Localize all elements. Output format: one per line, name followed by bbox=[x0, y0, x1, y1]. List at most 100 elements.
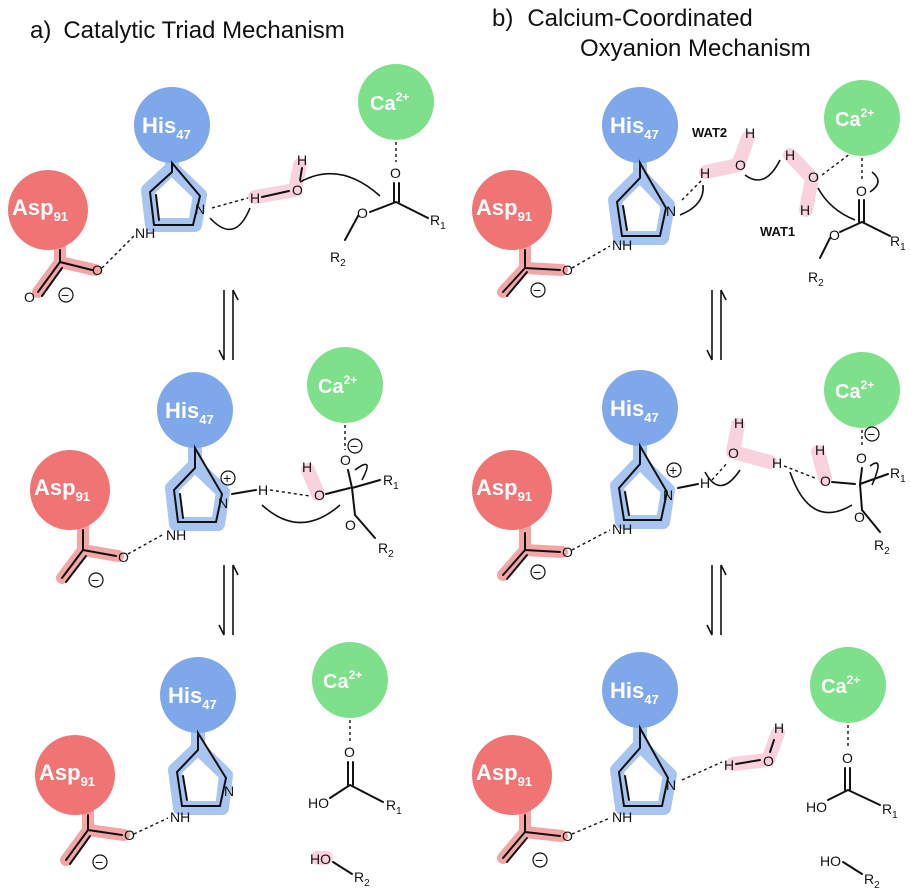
ca-label: Ca2+ bbox=[318, 373, 357, 398]
minus-sign: − bbox=[533, 282, 541, 298]
o-atom: O bbox=[292, 182, 303, 198]
panel-b-row1: His47 Asp91 N NH O − H O H WAT2 H O H WA… bbox=[472, 80, 906, 298]
ca-ball bbox=[307, 347, 383, 423]
his-label: His47 bbox=[610, 678, 659, 707]
r2-label: R2 bbox=[874, 537, 890, 557]
asp-ball bbox=[472, 170, 552, 250]
his-label: His47 bbox=[610, 113, 659, 142]
panel-b-row2: His47 Asp91 N + NH O − H H O H H O Ca2+ … bbox=[472, 352, 906, 581]
plus-charge bbox=[666, 462, 682, 478]
equilibrium-arrow bbox=[706, 289, 727, 361]
minus-charge bbox=[530, 564, 546, 580]
asp-ball bbox=[35, 735, 115, 815]
h-atom: H bbox=[258, 482, 268, 498]
r1-label: R1 bbox=[430, 212, 446, 232]
o-atom: O bbox=[728, 445, 739, 461]
wat1-label: WAT1 bbox=[760, 224, 795, 239]
n-atom: N bbox=[218, 495, 228, 511]
ca-label: Ca2+ bbox=[323, 668, 362, 693]
nh-atom: NH bbox=[166, 527, 186, 543]
curved-arrow bbox=[817, 187, 856, 221]
h-atom: H bbox=[297, 152, 307, 168]
asp-ball bbox=[8, 170, 88, 250]
panel-b-title-line2: Oxyanion Mechanism bbox=[580, 35, 811, 62]
his-ball bbox=[134, 87, 210, 163]
minus-charge bbox=[864, 426, 880, 442]
nh-atom: NH bbox=[170, 809, 190, 825]
minus-charge bbox=[92, 854, 108, 870]
o-atom: O bbox=[124, 827, 135, 843]
asp-ball bbox=[472, 450, 552, 530]
h-atom: H bbox=[250, 190, 260, 206]
h-atom: H bbox=[772, 455, 782, 471]
o-atom: O bbox=[314, 487, 325, 503]
o-atom: O bbox=[24, 289, 35, 305]
minus-charge bbox=[530, 282, 546, 298]
o-atom: O bbox=[856, 183, 867, 199]
his-ball bbox=[157, 372, 233, 448]
panel-b-title-line1: b)Calcium-Coordinated bbox=[492, 5, 753, 32]
asp-label: Asp91 bbox=[39, 760, 95, 789]
panel-a-row1: His47 Asp91 N NH O O − H O H Ca2+ O O R1… bbox=[8, 64, 446, 305]
n-atom: N bbox=[195, 201, 205, 217]
his-label: His47 bbox=[142, 113, 191, 142]
h-atom: H bbox=[724, 757, 734, 773]
r2-label: R2 bbox=[808, 269, 824, 289]
asp-ball bbox=[472, 735, 552, 815]
ho-atom: HO bbox=[310, 851, 331, 867]
o-atom: O bbox=[345, 517, 356, 533]
plus-sign: + bbox=[669, 462, 677, 478]
o-atom: O bbox=[854, 509, 865, 525]
his-label: His47 bbox=[165, 398, 214, 427]
minus-charge bbox=[58, 287, 74, 303]
o-atom: O bbox=[118, 549, 129, 565]
plus-charge bbox=[220, 470, 236, 486]
h-atom: H bbox=[700, 475, 710, 491]
minus-sign: − bbox=[350, 438, 358, 454]
o-atom: O bbox=[820, 473, 831, 489]
nh-atom: NH bbox=[612, 521, 632, 537]
r2-label: R2 bbox=[864, 871, 880, 891]
o-atom: O bbox=[562, 828, 573, 844]
ho-atom: HO bbox=[308, 795, 329, 811]
asp-label: Asp91 bbox=[34, 475, 90, 504]
asp-label: Asp91 bbox=[476, 195, 532, 224]
equilibrium-arrow bbox=[706, 564, 727, 636]
h-atom: H bbox=[302, 459, 312, 475]
o-atom: O bbox=[390, 165, 401, 181]
n-atom: N bbox=[663, 487, 673, 503]
nh-atom: NH bbox=[612, 237, 632, 253]
ca-ball bbox=[312, 642, 388, 718]
r2-label: R2 bbox=[354, 869, 370, 889]
r2-label: R2 bbox=[330, 249, 346, 269]
minus-charge bbox=[88, 572, 104, 588]
asp-ball bbox=[30, 450, 110, 530]
panel-b-row3: His47 Asp91 N NH O − H O H Ca2+ O HO R1 … bbox=[472, 647, 898, 891]
o-atom: O bbox=[856, 450, 867, 466]
r1-label: R1 bbox=[890, 233, 906, 253]
ca-ball bbox=[810, 647, 886, 723]
h-atom: H bbox=[734, 415, 744, 431]
o-atom: O bbox=[357, 205, 368, 221]
o-atom: O bbox=[562, 262, 573, 278]
curved-arrow bbox=[299, 172, 381, 197]
minus-sign: − bbox=[95, 854, 103, 870]
ho-atom: HO bbox=[806, 799, 827, 815]
nh-atom: NH bbox=[612, 809, 632, 825]
asp-label: Asp91 bbox=[12, 195, 68, 224]
h-atom: H bbox=[745, 125, 755, 141]
r1-label: R1 bbox=[890, 465, 906, 485]
curved-arrow bbox=[744, 159, 781, 181]
minus-charge bbox=[532, 852, 548, 868]
curved-arrow bbox=[869, 462, 879, 486]
r2-label: R2 bbox=[378, 540, 394, 560]
o-atom: O bbox=[344, 744, 355, 760]
curved-arrow bbox=[209, 207, 251, 231]
asp-label: Asp91 bbox=[476, 475, 532, 504]
minus-sign: − bbox=[535, 852, 543, 868]
wat2-label: WAT2 bbox=[692, 125, 727, 140]
o-atom: O bbox=[829, 227, 840, 243]
equilibrium-arrow bbox=[218, 289, 239, 361]
h-atom: H bbox=[700, 165, 710, 181]
